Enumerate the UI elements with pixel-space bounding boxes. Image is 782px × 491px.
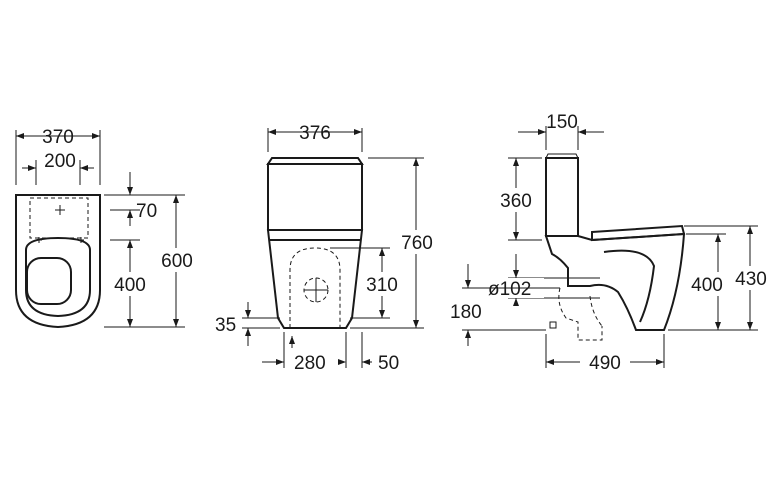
front-width-label: 376 bbox=[299, 123, 331, 144]
top-inner-depth-label: 400 bbox=[114, 275, 146, 296]
side-tank-height-label: 360 bbox=[500, 191, 532, 212]
side-rim-height-label: 400 bbox=[691, 275, 723, 296]
side-view: 150 360 ø102 180 400 bbox=[450, 112, 774, 374]
top-inner-width-label: 200 bbox=[44, 151, 76, 172]
top-overall-depth-label: 600 bbox=[161, 251, 193, 272]
top-overall-width-label: 370 bbox=[42, 127, 74, 148]
front-view: 376 760 310 35 280 bbox=[215, 123, 440, 374]
front-height-label: 760 bbox=[401, 233, 433, 254]
top-view-bowl-outline bbox=[15, 194, 101, 329]
side-outlet-diameter-label: ø102 bbox=[488, 279, 531, 300]
top-view-bowl-opening bbox=[26, 257, 72, 305]
side-overall-length-label: 490 bbox=[589, 353, 621, 374]
front-inlet-height-label: 310 bbox=[366, 275, 398, 296]
side-tank-depth-label: 150 bbox=[546, 112, 578, 133]
front-view-tank-outline bbox=[267, 163, 363, 231]
top-view-tank-dashed bbox=[29, 197, 89, 239]
side-view-tank-outline bbox=[545, 157, 579, 237]
side-seat-height-label: 430 bbox=[735, 269, 767, 290]
front-foot-height-label: 35 bbox=[215, 315, 236, 336]
side-view-bowl-outline bbox=[544, 232, 686, 331]
side-outlet-height-label: 180 bbox=[450, 302, 482, 323]
top-view: 370 200 70 400 600 bbox=[15, 127, 200, 329]
top-view-seat-outline bbox=[25, 236, 91, 318]
top-offset-label: 70 bbox=[136, 201, 157, 222]
front-side-offset-label: 50 bbox=[378, 353, 399, 374]
front-foot-width-label: 280 bbox=[294, 353, 326, 374]
front-view-bowl-outline bbox=[266, 229, 364, 329]
